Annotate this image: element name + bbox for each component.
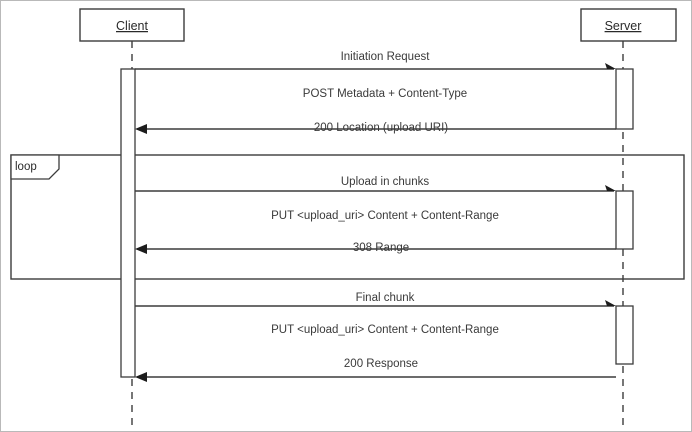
message-arrow-308-range	[135, 244, 616, 254]
loop-fragment-operator-tab	[10, 154, 60, 180]
message-label-put-final-chunk: PUT <upload_uri> Content + Content-Range	[271, 324, 499, 336]
participant-box-client[interactable]	[79, 8, 185, 42]
loop-fragment-operator-label: loop	[15, 161, 37, 173]
server-activation-bar-3	[615, 305, 634, 365]
loop-fragment[interactable]: loop	[10, 154, 685, 280]
loop-fragment-border	[10, 154, 685, 280]
participant-label-server: Server	[605, 19, 642, 33]
message-arrowhead-6	[135, 372, 147, 382]
message-label-308-range: 308 Range	[353, 242, 409, 254]
message-arrowhead-5	[605, 300, 616, 306]
client-activation-bar	[120, 68, 136, 378]
message-arrowhead-3	[605, 185, 616, 191]
message-label-post-metadata: POST Metadata + Content-Type	[303, 88, 467, 100]
message-label-put-chunk: PUT <upload_uri> Content + Content-Range	[271, 210, 499, 222]
message-label-initiation-request: Initiation Request	[341, 51, 431, 63]
message-arrow-put-chunk	[135, 185, 616, 192]
message-label-200-location: 200 Location (upload URI)	[314, 122, 448, 134]
participant-box-server[interactable]	[580, 8, 677, 42]
message-labels: Initiation Request POST Metadata + Conte…	[271, 51, 499, 370]
activation-bars	[120, 68, 634, 378]
message-arrow-put-final-chunk	[135, 300, 616, 307]
message-label-200-response: 200 Response	[344, 358, 418, 370]
message-arrowhead-4	[135, 244, 147, 254]
message-arrow-post-metadata	[135, 63, 616, 70]
participant-server[interactable]: Server	[580, 8, 677, 42]
message-arrow-200-response	[135, 372, 616, 382]
message-arrowhead-1	[605, 63, 616, 69]
server-activation-bar-1	[615, 68, 634, 130]
message-arrowhead-2	[135, 124, 147, 134]
server-activation-bar-2	[615, 190, 634, 250]
participant-client[interactable]: Client	[79, 8, 185, 42]
message-label-upload-in-chunks: Upload in chunks	[341, 176, 429, 188]
message-label-final-chunk: Final chunk	[356, 292, 415, 304]
participant-label-client: Client	[116, 19, 148, 33]
message-arrow-200-location	[135, 124, 616, 134]
